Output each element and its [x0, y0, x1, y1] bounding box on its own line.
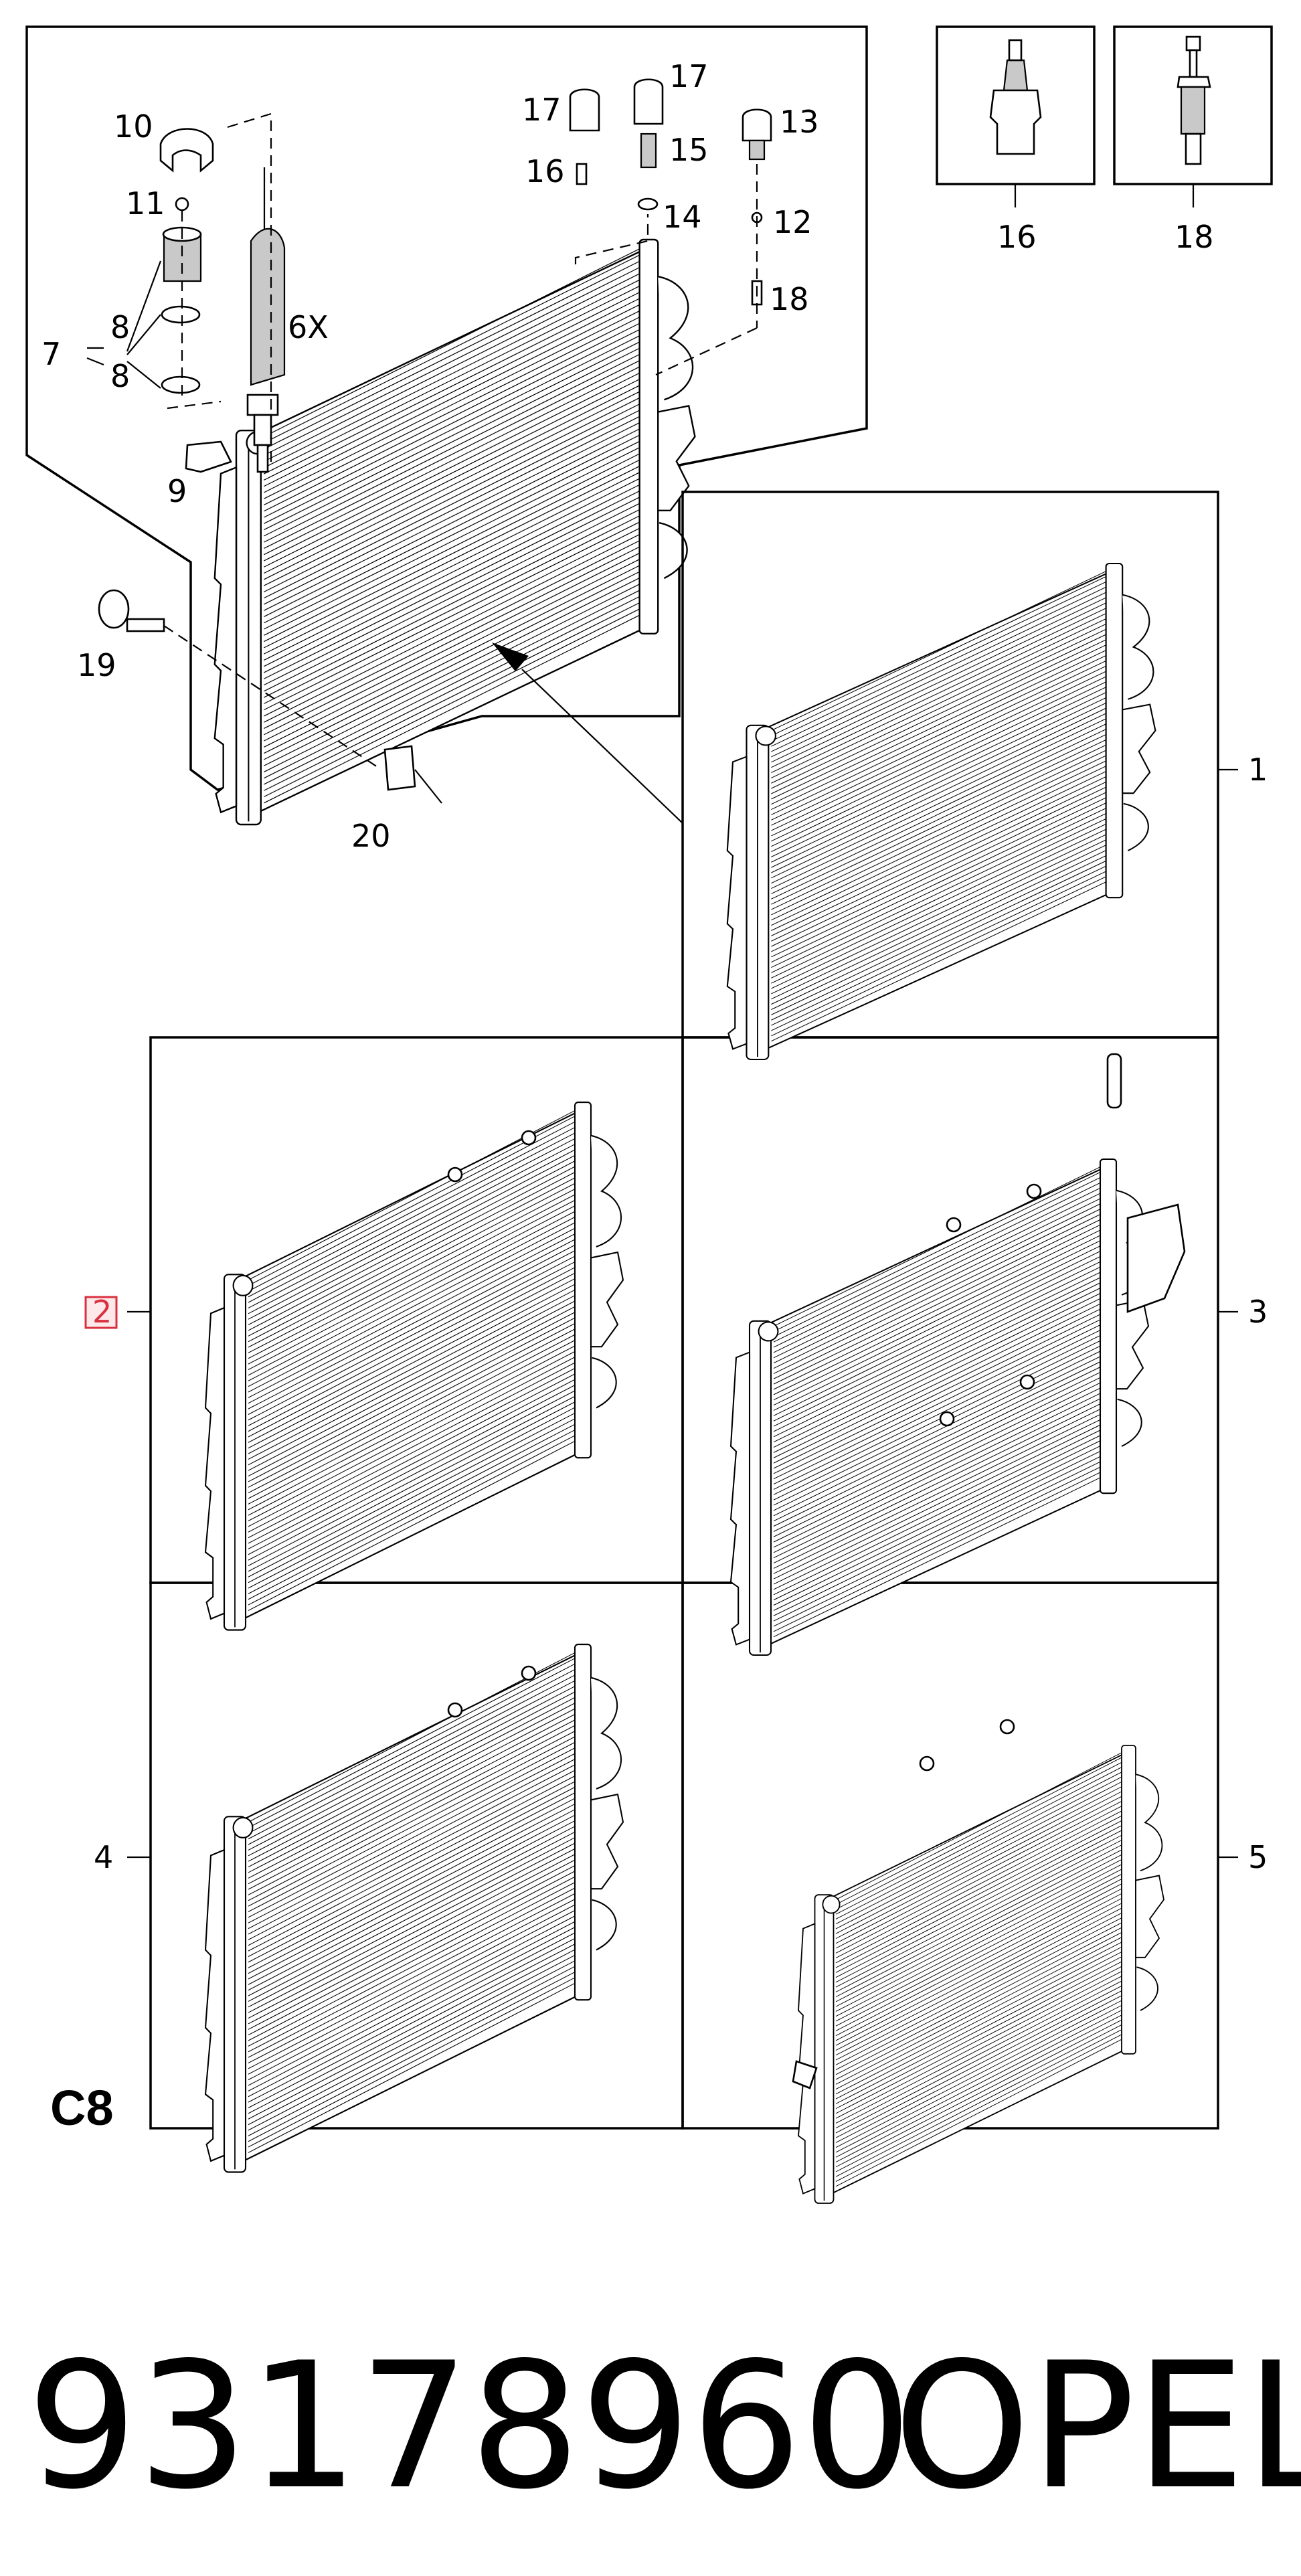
callout-10: 10	[114, 108, 153, 145]
valve-core-18-inset	[1177, 35, 1211, 207]
callout-9: 9	[167, 473, 187, 509]
callout-6x: 6X	[288, 309, 329, 345]
callout-8a: 8	[110, 309, 130, 345]
condenser-variant-3	[729, 1053, 1186, 1656]
callout-17a: 17	[522, 92, 561, 128]
callout-12: 12	[773, 204, 812, 240]
callout-18: 18	[770, 281, 809, 317]
exploded-view-frame	[25, 25, 868, 791]
callout-3: 3	[1248, 1294, 1268, 1330]
condenser-variant-5	[792, 1719, 1164, 2204]
callout-5: 5	[1248, 1839, 1268, 1875]
callout-19: 19	[77, 647, 116, 683]
callout-20: 20	[351, 818, 391, 854]
callout-15: 15	[669, 132, 709, 168]
dryer-cartridge	[246, 167, 286, 473]
callout-16: 16	[525, 153, 565, 189]
callout-7: 7	[41, 336, 61, 372]
inset-18-label: 18	[1175, 219, 1214, 255]
callout-2: 2	[92, 1294, 112, 1330]
section-code: C8	[50, 2080, 114, 2136]
callout-17b: 17	[669, 58, 709, 94]
bracket-9	[185, 440, 232, 473]
part-number: 93178960	[27, 2326, 912, 2528]
callout-4: 4	[94, 1839, 113, 1875]
callout-2-highlight	[84, 1296, 118, 1329]
plug-assembly	[86, 128, 214, 402]
callout-8b: 8	[110, 358, 130, 394]
exploded-condenser	[213, 238, 696, 826]
condenser-variant-1	[726, 562, 1156, 1061]
valve-core-16-inset	[989, 39, 1042, 207]
valve-parts-top	[569, 78, 772, 375]
callout-1: 1	[1248, 752, 1268, 788]
condenser-variant-2	[204, 1101, 624, 1631]
inset-16-label: 16	[997, 219, 1037, 255]
callout-11: 11	[126, 185, 165, 222]
callout-13: 13	[780, 104, 819, 140]
condenser-variant-4	[204, 1643, 624, 2173]
brand-name: OPEL	[893, 2326, 1301, 2528]
bolt-and-clip	[98, 589, 442, 804]
callout-14: 14	[663, 199, 702, 235]
